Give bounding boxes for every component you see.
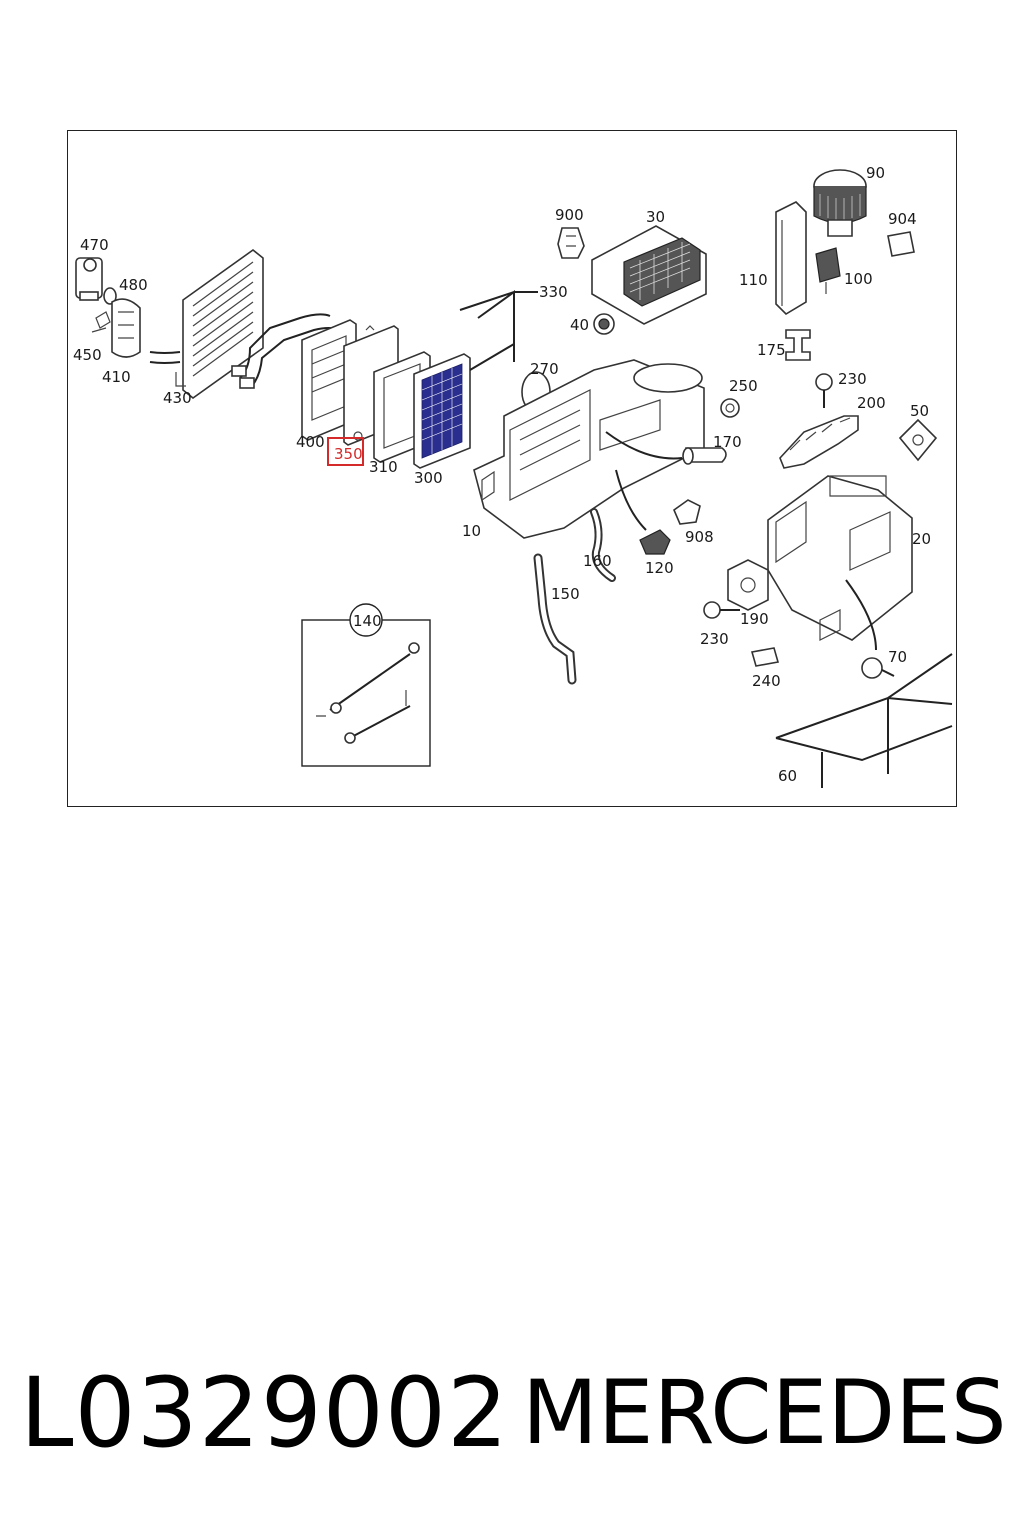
part-190-actuator[interactable] [727, 559, 769, 611]
part-100-resistor[interactable] [815, 247, 841, 294]
label-300[interactable]: 300 [414, 469, 443, 487]
part-470-expansion-valve[interactable] [75, 257, 103, 301]
part-40-knob[interactable] [593, 313, 615, 335]
label-110[interactable]: 110 [739, 271, 768, 289]
brand-name: MERCEDES [522, 1361, 1007, 1464]
leader-330 [459, 290, 538, 371]
label-230-top[interactable]: 230 [838, 370, 867, 388]
part-240-clip[interactable] [750, 647, 780, 667]
part-160-hose[interactable] [590, 508, 616, 582]
leader-60 [775, 653, 953, 788]
label-160[interactable]: 160 [583, 552, 612, 570]
label-60[interactable]: 60 [778, 767, 797, 785]
label-90[interactable]: 90 [866, 164, 885, 182]
label-150[interactable]: 150 [551, 585, 580, 603]
label-270[interactable]: 270 [530, 360, 559, 378]
label-170[interactable]: 170 [713, 433, 742, 451]
label-410[interactable]: 410 [102, 368, 131, 386]
part-labels: 470 480 450 410 430 400 350 310 300 900 … [73, 164, 931, 785]
label-175[interactable]: 175 [757, 341, 786, 359]
part-250-nut[interactable] [720, 398, 740, 418]
wiring-harness [605, 431, 683, 531]
part-230-screw-top[interactable] [815, 373, 833, 408]
label-140[interactable]: 140 [353, 612, 382, 630]
part-175-bracket[interactable] [785, 329, 811, 361]
label-120[interactable]: 120 [645, 559, 674, 577]
part-170-duct[interactable] [682, 447, 727, 465]
parts-diagram: 470 480 450 410 430 400 350 310 300 900 … [73, 164, 953, 788]
part-50-flange[interactable] [898, 418, 938, 462]
label-450[interactable]: 450 [73, 346, 102, 364]
label-400[interactable]: 400 [296, 433, 325, 451]
highlight-box [327, 437, 364, 466]
part-140-kit-box[interactable] [301, 603, 431, 767]
part-70-screw[interactable] [861, 657, 895, 679]
part-300-cabin-filter[interactable] [413, 353, 471, 469]
part-908-tag[interactable] [673, 499, 701, 525]
part-230-screw-bottom[interactable] [703, 601, 740, 619]
label-20[interactable]: 20 [912, 530, 931, 548]
label-330[interactable]: 330 [539, 283, 568, 301]
part-number: L0329002 [20, 1357, 510, 1469]
label-430[interactable]: 430 [163, 389, 192, 407]
part-90-blower-motor[interactable] [813, 169, 867, 237]
label-230-bottom[interactable]: 230 [700, 630, 729, 648]
label-10[interactable]: 10 [462, 522, 481, 540]
label-100[interactable]: 100 [844, 270, 873, 288]
part-30-housing[interactable] [591, 225, 707, 325]
part-150-drain-hose[interactable] [533, 553, 577, 685]
label-904[interactable]: 904 [888, 210, 917, 228]
part-120-sensor[interactable] [639, 529, 671, 555]
part-410-seal[interactable] [111, 298, 141, 358]
part-200-harness[interactable] [779, 415, 859, 469]
label-50[interactable]: 50 [910, 402, 929, 420]
part-20-distribution-housing[interactable] [767, 475, 913, 651]
label-200[interactable]: 200 [857, 394, 886, 412]
label-40[interactable]: 40 [570, 316, 589, 334]
label-900[interactable]: 900 [555, 206, 584, 224]
label-350[interactable]: 350 [334, 445, 363, 463]
label-240[interactable]: 240 [752, 672, 781, 690]
part-10-hvac-housing[interactable] [473, 359, 705, 539]
label-70[interactable]: 70 [888, 648, 907, 666]
footer: L0329002 MERCEDES [0, 1358, 1024, 1468]
part-450-clip[interactable] [91, 311, 111, 333]
part-900-bracket[interactable] [557, 227, 585, 259]
label-470[interactable]: 470 [80, 236, 109, 254]
parts-diagram-frame [67, 130, 957, 807]
part-480-o-ring[interactable] [103, 287, 117, 305]
part-110-duct[interactable] [775, 201, 807, 316]
part-904-label[interactable] [887, 231, 915, 257]
label-30[interactable]: 30 [646, 208, 665, 226]
label-908[interactable]: 908 [685, 528, 714, 546]
label-480[interactable]: 480 [119, 276, 148, 294]
label-250[interactable]: 250 [729, 377, 758, 395]
part-430-evaporator[interactable] [149, 248, 264, 400]
label-190[interactable]: 190 [740, 610, 769, 628]
label-310[interactable]: 310 [369, 458, 398, 476]
